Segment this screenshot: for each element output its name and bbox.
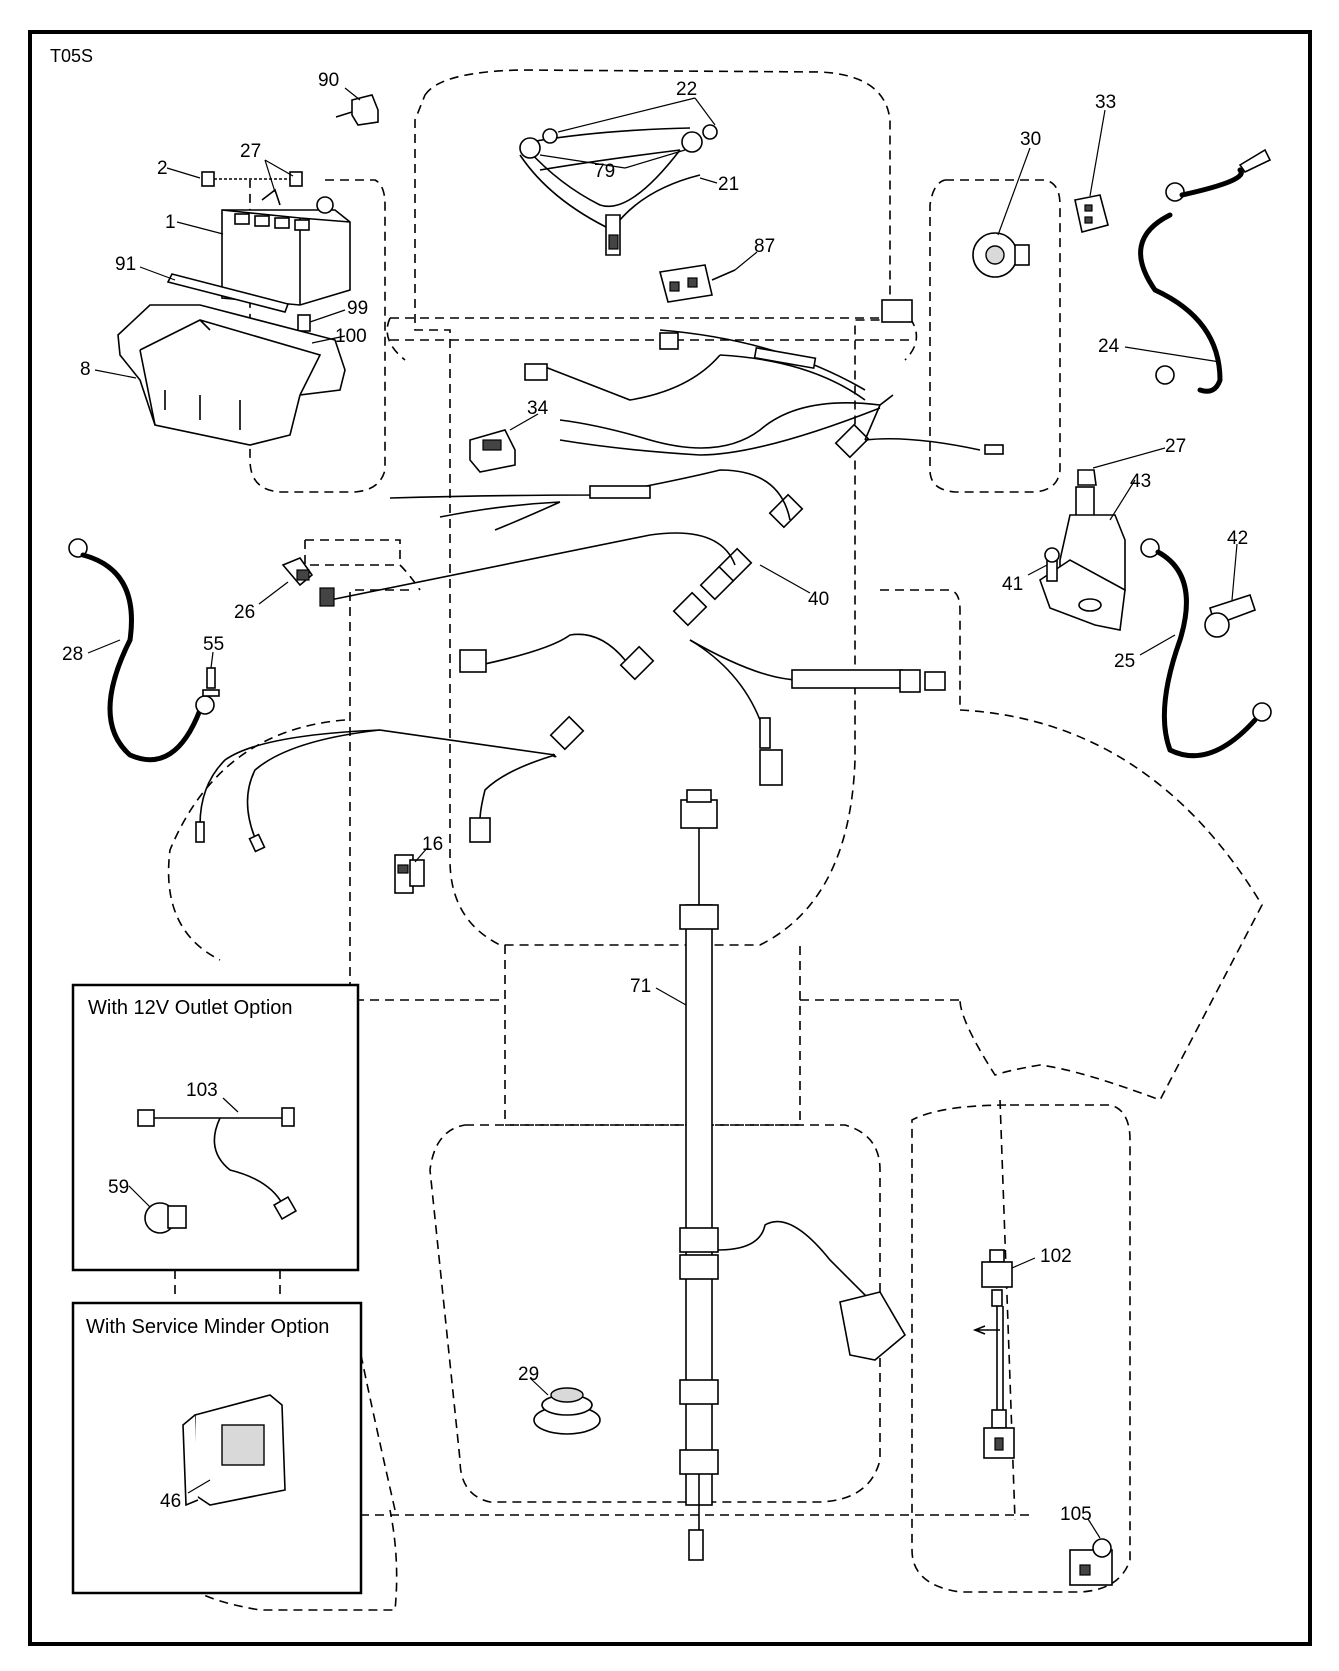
- light-29: [533, 1387, 601, 1435]
- callout-24: 24: [1098, 336, 1120, 357]
- switch-16: [394, 854, 425, 894]
- callout-40: 40: [808, 589, 829, 610]
- callout-30: 30: [1020, 129, 1041, 150]
- callout-90: 90: [318, 70, 339, 91]
- solenoid-105: [1069, 1538, 1113, 1586]
- callout-25: 25: [1114, 651, 1135, 672]
- diagram-frame: [28, 30, 1312, 1646]
- inset-service-minder: With Service Minder Option: [71, 1301, 363, 1595]
- cable-24: [1138, 148, 1272, 394]
- callout-41: 41: [1002, 574, 1023, 595]
- inset-12v-outlet: With 12V Outlet Option: [71, 983, 360, 1272]
- headlight-harness: [519, 124, 718, 256]
- inset-12v-title: With 12V Outlet Option: [88, 997, 293, 1019]
- callout-21: 21: [718, 174, 739, 195]
- relay-87: [658, 264, 736, 303]
- callout-102: 102: [1040, 1246, 1072, 1267]
- solenoid-assembly: [1039, 469, 1272, 759]
- harness-71: [679, 789, 907, 1561]
- callout-43: 43: [1130, 471, 1151, 492]
- callout-29: 29: [518, 1364, 539, 1385]
- callout-27a: 27: [240, 141, 261, 162]
- inset-service-title: With Service Minder Option: [86, 1316, 329, 1338]
- callout-1: 1: [165, 212, 176, 233]
- callout-55: 55: [203, 634, 224, 655]
- callout-22: 22: [676, 79, 697, 100]
- battery-assembly: [117, 94, 379, 446]
- switch-34: [469, 429, 516, 473]
- cable-28: [68, 538, 220, 763]
- callout-105: 105: [1060, 1504, 1092, 1525]
- ground-wires: [195, 729, 381, 853]
- main-harness-40: [319, 299, 1004, 843]
- callout-71: 71: [630, 976, 651, 997]
- callout-46: 46: [160, 1491, 181, 1512]
- callout-labels: 90 2 27 1 91 99 100 8 22 79 21 87 30 33 …: [62, 70, 1248, 1525]
- callout-28: 28: [62, 644, 83, 665]
- callout-8: 8: [80, 359, 91, 380]
- callout-26: 26: [234, 602, 255, 623]
- ignition-switch: [972, 194, 1109, 278]
- callout-33: 33: [1095, 92, 1116, 113]
- callout-27b: 27: [1165, 436, 1186, 457]
- callout-2: 2: [157, 158, 168, 179]
- harness-102: [972, 1249, 1015, 1459]
- callout-99: 99: [347, 298, 368, 319]
- callout-91: 91: [115, 254, 136, 275]
- callout-100: 100: [335, 326, 367, 347]
- callout-79: 79: [594, 161, 615, 182]
- chassis-outline: [167, 69, 1263, 1611]
- diagram-code: T05S: [50, 46, 93, 66]
- callout-87: 87: [754, 236, 775, 257]
- fuse-26: [281, 557, 314, 587]
- callout-59: 59: [108, 1177, 129, 1198]
- callout-42: 42: [1227, 528, 1248, 549]
- callout-103: 103: [186, 1080, 218, 1101]
- callout-16: 16: [422, 834, 443, 855]
- callout-leaders: [87, 87, 1238, 1539]
- callout-34: 34: [527, 398, 549, 419]
